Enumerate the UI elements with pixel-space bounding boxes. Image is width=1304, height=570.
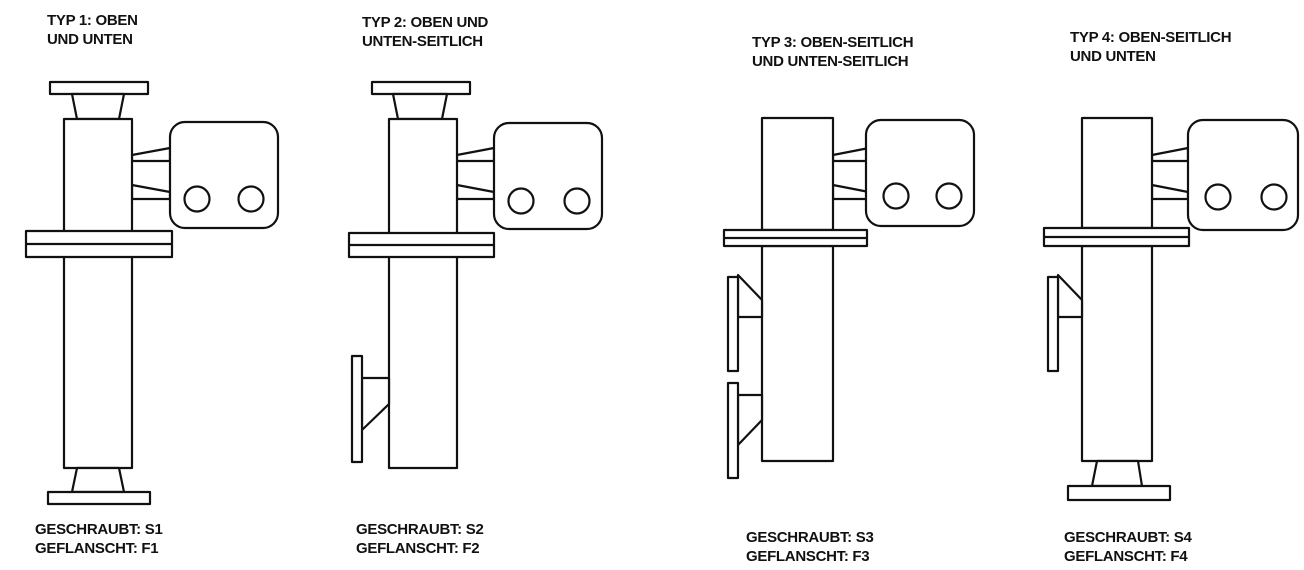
type-2-drawing: [347, 80, 604, 470]
type-1-housing: [130, 120, 280, 230]
type-3-top-side-connection: [726, 273, 764, 373]
type-1-drawing: [24, 80, 280, 506]
type-1-codes: GESCHRAUBT: S1 GEFLANSCHT: F1: [35, 521, 163, 557]
type-4-title: TYP 4: OBEN-SEITLICH UND UNTEN: [1070, 29, 1232, 65]
type-3-codes: GESCHRAUBT: S3 GEFLANSCHT: F3: [746, 529, 874, 565]
type-4-drawing: [1042, 116, 1300, 502]
type-4-bottom-connection: [1066, 459, 1172, 502]
type-4-housing: [1150, 118, 1300, 232]
type-2-bottom-side-connection: [350, 354, 391, 464]
type-1-column: [24, 117, 174, 470]
type-3-title: TYP 3: OBEN-SEITLICH UND UNTEN-SEITLICH: [752, 34, 914, 70]
type-1-bottom-connection: [46, 466, 152, 506]
type-4-side-connection: [1046, 273, 1084, 373]
type-3-bottom-side-connection: [726, 381, 764, 480]
type-2-column: [347, 117, 496, 470]
type-2-housing: [455, 121, 604, 231]
type-4-codes: GESCHRAUBT: S4 GEFLANSCHT: F4: [1064, 529, 1192, 565]
type-2-title: TYP 2: OBEN UND UNTEN-SEITLICH: [362, 14, 489, 50]
type-3-housing: [831, 118, 976, 228]
type-4-column: [1042, 116, 1191, 463]
type-1-title: TYP 1: OBEN UND UNTEN: [47, 12, 138, 48]
type-3-column: [722, 116, 869, 463]
type-2-codes: GESCHRAUBT: S2 GEFLANSCHT: F2: [356, 521, 484, 557]
type-2-top-connection: [370, 80, 472, 121]
type-1-top-connection: [48, 80, 150, 121]
type-3-drawing: [722, 116, 976, 480]
